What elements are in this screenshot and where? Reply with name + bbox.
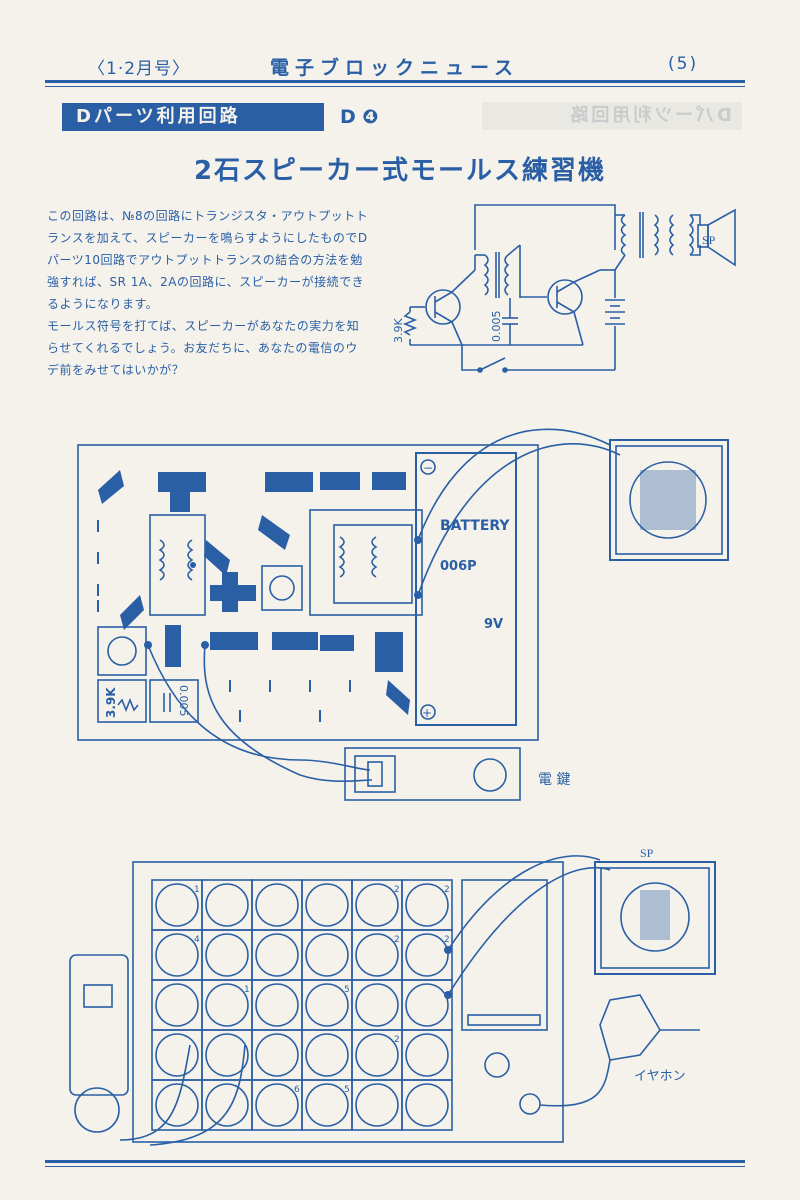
grid-cell-circle <box>155 1033 199 1077</box>
article-body: この回路は、№8の回路にトランジスタ・アウトプットトランスを加えて、スピーカーを… <box>47 205 369 381</box>
grid-cell-circle <box>305 1083 349 1127</box>
board2-speaker-label: SP <box>640 846 654 860</box>
cell-number: 2 <box>394 1035 400 1045</box>
grid-cell <box>151 1079 203 1131</box>
grid-cell <box>251 1029 303 1081</box>
grid-cell-circle <box>355 883 399 927</box>
schematic-resistor-label: 3.9K <box>392 318 405 343</box>
grid-cell <box>151 1029 203 1081</box>
grid-cell-circle <box>305 983 349 1027</box>
schematic-speaker-label: SP <box>702 233 716 247</box>
board-resistor-label: 3.9K <box>104 687 118 718</box>
section-heading: Dパーツ利用回路 <box>62 103 324 131</box>
footer-rule <box>45 1160 745 1163</box>
cell-number: 5 <box>344 1085 350 1095</box>
grid-cell-circle <box>205 883 249 927</box>
publication-title: 電子ブロックニュース <box>270 57 520 79</box>
cell-number: 4 <box>194 935 200 945</box>
cell-number: 1 <box>194 885 200 895</box>
grid-cell-circle <box>405 1033 449 1077</box>
grid-cell-circle <box>155 983 199 1027</box>
grid-cell <box>401 979 453 1031</box>
grid-cell-circle <box>255 1033 299 1077</box>
grid-cell <box>301 879 353 931</box>
cell-number: 2 <box>444 935 450 945</box>
grid-cell <box>401 1029 453 1081</box>
grid-cell-circle <box>255 1083 299 1127</box>
earphone-label: イヤホン <box>634 1069 686 1084</box>
grid-cell <box>251 929 303 981</box>
grid-cell <box>151 979 203 1031</box>
grid-cell-circle <box>205 933 249 977</box>
grid-cell-circle <box>155 883 199 927</box>
page-number: (5) <box>668 54 699 74</box>
grid-cell-circle <box>355 1083 399 1127</box>
cell-number: 2 <box>394 885 400 895</box>
grid-cell-circle <box>255 983 299 1027</box>
grid-cell-circle <box>305 1033 349 1077</box>
grid-cell-circle <box>205 1033 249 1077</box>
grid-cell-circle <box>255 883 299 927</box>
grid-cell <box>351 979 403 1031</box>
grid-cell <box>301 1029 353 1081</box>
header-rule-thin <box>45 86 745 87</box>
section-tag: D ❹ <box>340 106 379 128</box>
schematic-capacitor-label: 0.005 <box>490 311 503 343</box>
grid-cell-circle <box>355 1033 399 1077</box>
footer-rule-thin <box>45 1166 745 1167</box>
grid-cell-circle <box>305 883 349 927</box>
cell-number: 2 <box>394 935 400 945</box>
grid-cell-circle <box>155 933 199 977</box>
grid-cell-circle <box>405 933 449 977</box>
article-paragraph-2: モールス符号を打てば、スピーカーがあなたの実力を知らせてくれるでしょう。お友だち… <box>47 319 360 377</box>
battery-minus-sign: − <box>423 461 433 475</box>
grid-cell <box>401 1079 453 1131</box>
grid-cell <box>201 1079 253 1131</box>
page-title: 2石スピーカー式モールス練習機 <box>193 156 607 186</box>
grid-cell <box>301 929 353 981</box>
grid-cell <box>251 879 303 931</box>
grid-cell-circle <box>205 1083 249 1127</box>
cell-number: 1 <box>244 985 250 995</box>
header-rule <box>45 80 745 83</box>
grid-cell-circle <box>355 983 399 1027</box>
battery-label: BATTERY <box>440 518 510 534</box>
cell-number: 6 <box>294 1085 300 1095</box>
grid-cell-circle <box>255 933 299 977</box>
cell-number: 5 <box>344 985 350 995</box>
grid-cell <box>201 879 253 931</box>
grid-cell-circle <box>405 883 449 927</box>
grid-cell <box>251 979 303 1031</box>
battery-plus-sign: + <box>422 706 432 720</box>
grid-cell-circle <box>155 1083 199 1127</box>
grid-cell-circle <box>355 933 399 977</box>
issue-label: 〈1·2月号〉 <box>88 59 191 79</box>
grid-cell-circle <box>405 983 449 1027</box>
cell-number: 2 <box>444 885 450 895</box>
grid-cell <box>201 929 253 981</box>
battery-voltage: 9V <box>484 617 503 632</box>
grid-cell <box>351 1079 403 1131</box>
grid-cell-circle <box>405 1083 449 1127</box>
article-paragraph-1: この回路は、№8の回路にトランジスタ・アウトプットトランスを加えて、スピーカーを… <box>47 209 369 311</box>
board-capacitor-label: 0.005 <box>177 685 190 717</box>
grid-cell-circle <box>205 983 249 1027</box>
grid-cell-circle <box>305 933 349 977</box>
battery-model: 006P <box>440 559 477 574</box>
key-label: 電 鍵 <box>538 772 570 788</box>
